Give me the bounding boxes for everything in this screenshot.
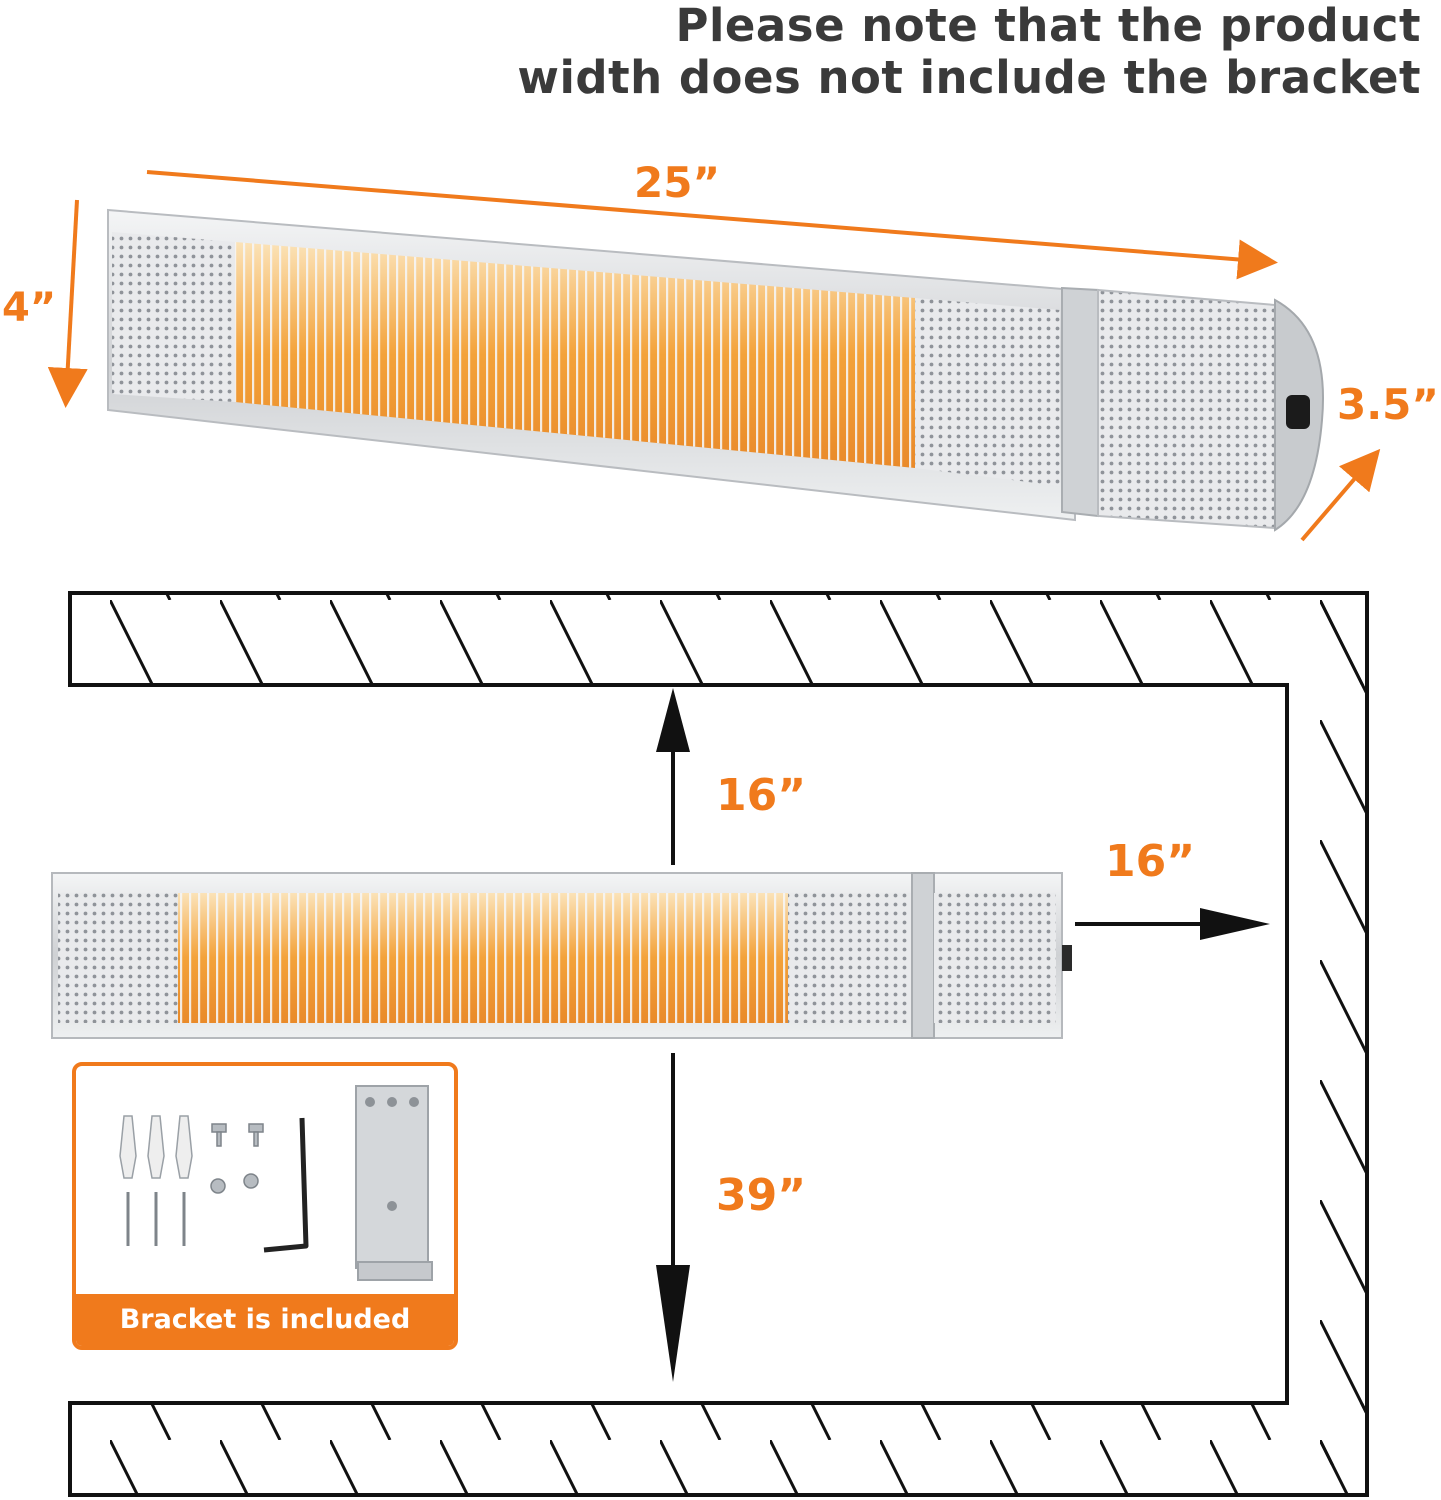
depth-label: 3.5” xyxy=(1337,380,1440,429)
height-label: 4” xyxy=(2,285,57,331)
product-width-note: Please note that the product width does … xyxy=(421,0,1421,104)
side-clearance-label: 16” xyxy=(1105,836,1196,887)
wall-section xyxy=(68,591,1369,1497)
top-clearance-label: 16” xyxy=(716,770,807,821)
mounting-hardware-illustration xyxy=(119,1085,433,1281)
depth-arrow xyxy=(1300,448,1381,542)
bracket-caption: Bracket is included xyxy=(76,1294,454,1346)
heater-mounted-view xyxy=(51,872,1072,1039)
clearance-arrows xyxy=(656,688,1270,1382)
power-switch-icon xyxy=(1286,395,1310,429)
height-arrow xyxy=(47,199,88,408)
width-arrow xyxy=(146,170,1278,280)
heater-top-view xyxy=(107,208,1324,532)
note-line-2: width does not include the bracket xyxy=(517,51,1421,104)
note-line-1: Please note that the product xyxy=(675,0,1421,52)
bottom-clearance-label: 39” xyxy=(716,1170,807,1221)
width-label: 25” xyxy=(634,158,721,207)
bracket-kit-box: Bracket is included xyxy=(72,1062,458,1350)
